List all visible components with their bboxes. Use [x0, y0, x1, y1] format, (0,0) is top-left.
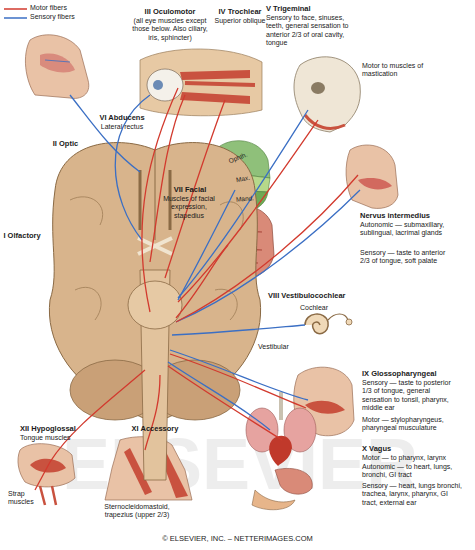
nerve-description: Sensory — heart, lungs bronchi, trachea,…: [362, 482, 462, 507]
eye-vignette: [140, 49, 262, 116]
nerve-name: VIII Vestibulocochlear: [268, 292, 363, 301]
skull-vignette: [294, 57, 360, 132]
nerve-name: VI Abducens: [92, 114, 152, 123]
nerve-name: I Olfactory: [2, 232, 42, 241]
nerve-name: V Trigeminal: [266, 5, 356, 14]
nerve-description: Strap muscles: [8, 490, 48, 507]
nerve-name: VII Facial: [160, 186, 220, 195]
nerve-name: IX Glossopharyngeal: [362, 370, 462, 379]
nerve-description: Vestibular: [258, 343, 308, 351]
nerve-description: Motor to muscles of mastication: [362, 62, 432, 79]
nerve-description: Sensory — taste to anterior 2/3 of tongu…: [360, 249, 455, 266]
nerve-description: Sensory to face, sinuses, teeth, general…: [266, 14, 358, 47]
nerve-description: Motor — stylopharyngeus, pharyngeal musc…: [362, 416, 462, 433]
nerve-description: Autonomic — to heart, lungs, bronchi, GI…: [362, 463, 462, 480]
nerve-name: Nervus intermedius: [360, 212, 455, 221]
mouth-vignette: [346, 145, 398, 208]
nerve-description: Cochlear: [300, 304, 345, 312]
nerve-name: XII Hypoglossal: [20, 425, 95, 434]
nerve-description: (all eye muscles except those below. Als…: [128, 17, 212, 42]
copyright: © ELSEVIER, INC. – NETTERIMAGES.COM: [0, 535, 475, 544]
nerve-description: Sternocleidomastoid, trapezius (upper 2/…: [92, 503, 182, 520]
nose-vignette: [25, 35, 88, 99]
legend-text: Motor fibers: [30, 4, 110, 12]
nerve-name: III Oculomotor: [130, 8, 210, 17]
nerve-description: Motor — to pharynx, larynx: [362, 454, 462, 462]
nerve-description: Sensory — taste to posterior 1/3 of tong…: [362, 379, 462, 412]
nerve-name: X Vagus: [362, 445, 462, 454]
ear-vignette: [305, 314, 352, 334]
nerve-description: Autonomic — submaxillary, sublingual, la…: [360, 221, 455, 238]
nerve-description: Lateral rectus: [92, 123, 152, 131]
nerve-name: II Optic: [48, 140, 83, 149]
nerve-description: Muscles of facial expression, stapedius: [158, 195, 220, 220]
motor-legend-line: [4, 8, 27, 10]
nerve-name: XI Accessory: [120, 425, 190, 434]
legend-text: Sensory fibers: [30, 13, 110, 21]
nerve-description: Superior oblique: [212, 17, 268, 25]
nerve-name: IV Trochlear: [212, 8, 268, 17]
sensory-legend-line: [4, 17, 27, 19]
nerve-description: Tongue muscles: [20, 434, 95, 442]
